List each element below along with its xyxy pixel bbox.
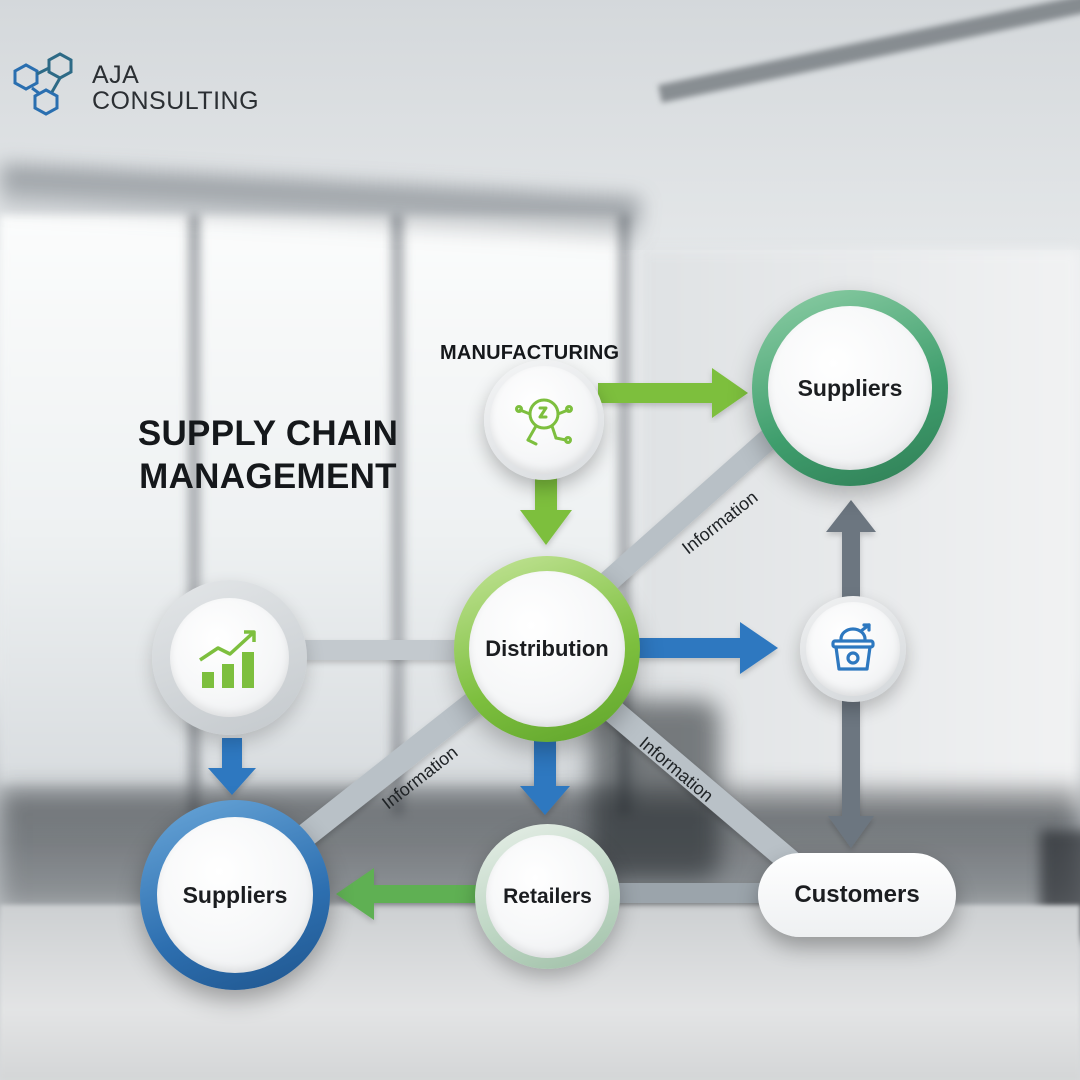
- arrow-basket-to-suppliers: [826, 500, 876, 598]
- node-manufacturing[interactable]: [484, 360, 604, 480]
- manufacturing-label: MANUFACTURING: [440, 342, 620, 364]
- node-face: [806, 602, 900, 696]
- robot-arm-icon: [515, 398, 573, 446]
- node-face: [157, 817, 313, 973]
- node-analytics[interactable]: [152, 580, 307, 735]
- brand-name-line1: AJA: [92, 61, 140, 89]
- brand-name: AJA CONSULTING: [92, 62, 259, 114]
- node-basket[interactable]: [800, 596, 906, 702]
- node-face: [469, 571, 625, 727]
- node-face: [490, 366, 598, 474]
- node-suppliers-bottom-label: Suppliers: [182, 881, 288, 908]
- window-mullion: [392, 215, 404, 815]
- arrow-distribution-to-basket: [636, 622, 778, 674]
- arrow-manufacturing-to-suppliers: [598, 368, 748, 418]
- node-suppliers-bottom[interactable]: Suppliers: [140, 800, 330, 990]
- info-label-bottom-right: Information: [635, 733, 717, 806]
- arrow-analytics-to-suppliers: [208, 738, 256, 795]
- arrow-distribution-to-retailers: [520, 740, 570, 815]
- node-retailers[interactable]: Retailers: [475, 824, 620, 969]
- node-suppliers-top[interactable]: Suppliers: [752, 290, 948, 486]
- info-pipe-distribution-suppliers-bottom: [288, 678, 502, 852]
- node-customers-label: Customers: [794, 881, 920, 908]
- title-line2: MANAGEMENT: [139, 457, 397, 496]
- three-hexagons-logo-icon: [13, 52, 73, 116]
- info-pipe-distribution-customers: [588, 688, 812, 882]
- arrow-retailers-to-suppliers: [336, 868, 480, 920]
- growth-chart-icon: [198, 629, 256, 688]
- brand-name-line2: CONSULTING: [92, 87, 260, 115]
- title-line1: SUPPLY CHAIN: [137, 414, 399, 453]
- arrow-basket-to-customers: [828, 700, 874, 848]
- shopping-basket-icon: [831, 623, 875, 671]
- node-face: [170, 598, 289, 717]
- node-distribution[interactable]: Distribution: [454, 556, 640, 742]
- node-face: [486, 835, 609, 958]
- node-customers[interactable]: Customers: [758, 853, 956, 937]
- node-distribution-label: Distribution: [485, 636, 609, 661]
- node-retailers-label: Retailers: [503, 884, 592, 908]
- node-face: [768, 306, 932, 470]
- node-suppliers-top-label: Suppliers: [797, 374, 903, 401]
- diagram-title: SUPPLY CHAIN MANAGEMENT: [118, 412, 418, 498]
